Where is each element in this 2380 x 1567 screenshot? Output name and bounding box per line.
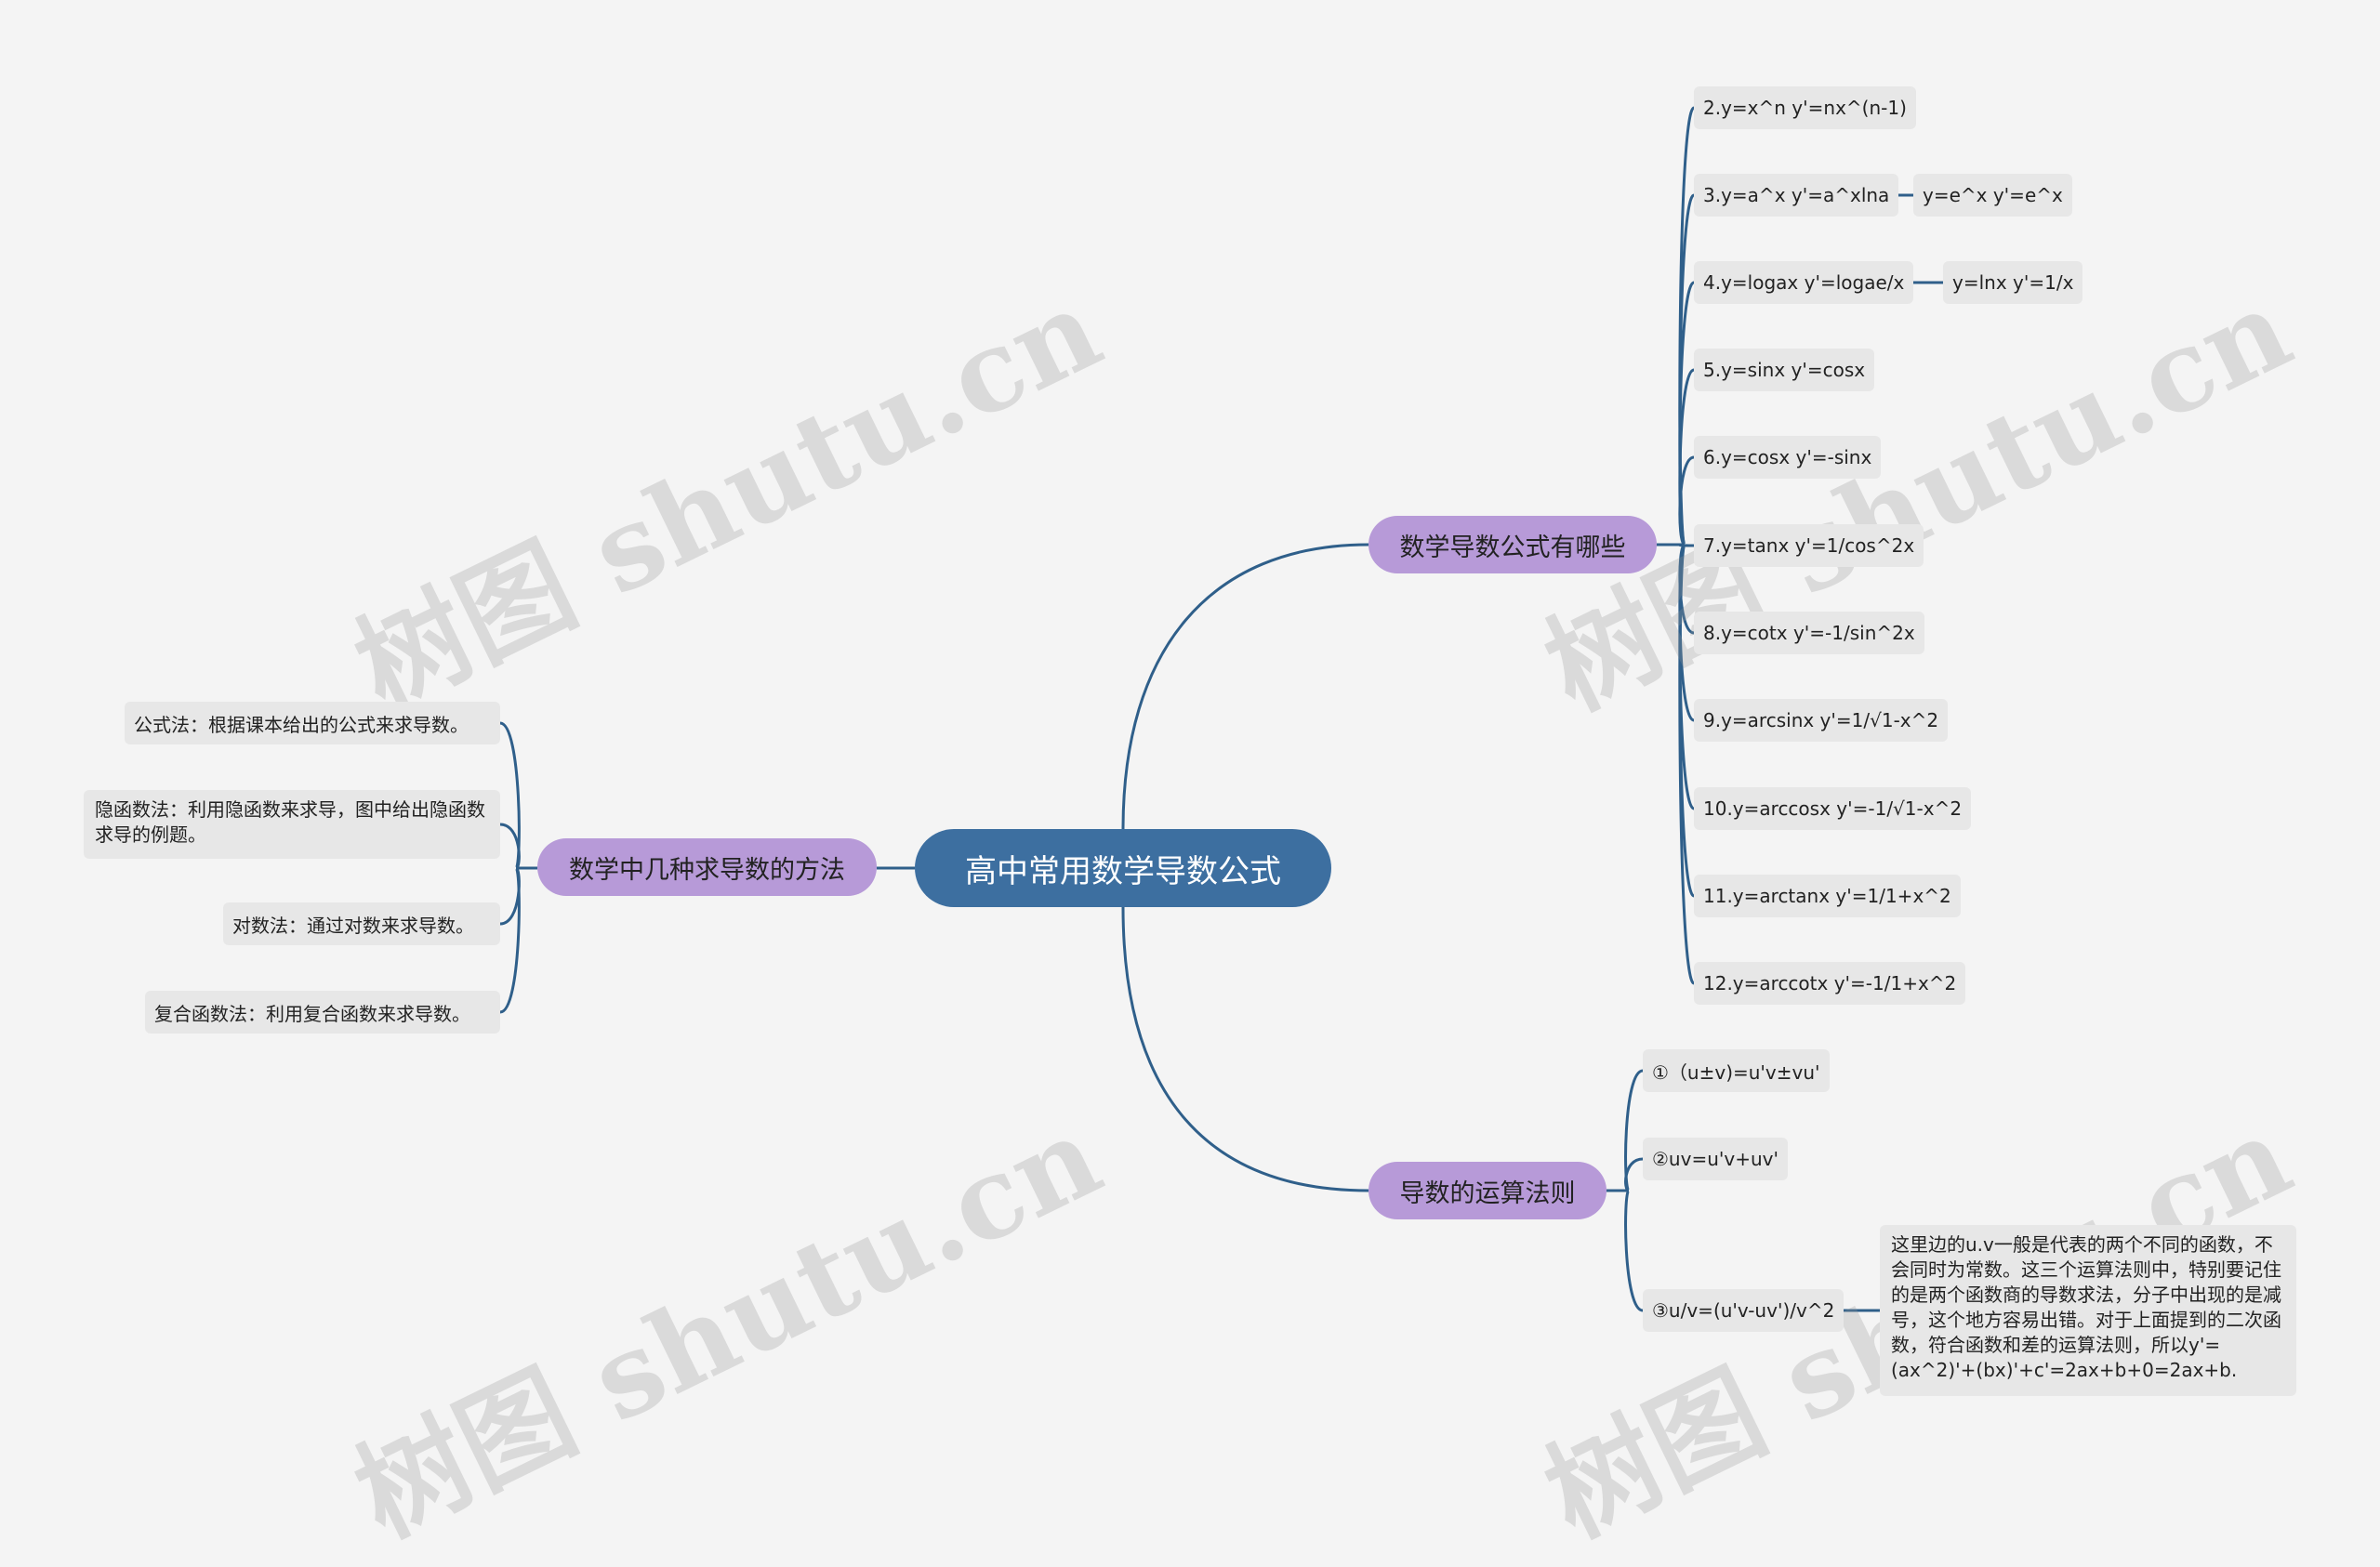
formula-item[interactable]: 4.y=logax y'=logae/x (1694, 261, 1914, 304)
topic-rules[interactable]: 导数的运算法则 (1368, 1162, 1606, 1219)
formula-item[interactable]: 12.y=arccotx y'=-1/1+x^2 (1694, 962, 1966, 1005)
topic-formulas[interactable]: 数学导数公式有哪些 (1368, 516, 1657, 573)
connector-lines (499, 106, 1943, 1312)
link-method-item (499, 866, 537, 1014)
topic-methods[interactable]: 数学中几种求导数的方法 (537, 838, 877, 896)
method-item[interactable]: 隐函数法：利用隐函数来求导，图中给出隐函数求导的例题。 (84, 790, 500, 859)
rule-note[interactable]: 这里边的u.v一般是代表的两个不同的函数，不会同时为常数。这三个运算法则中，特别… (1880, 1225, 2296, 1396)
formula-item[interactable]: 2.y=x^n y'=nx^(n-1) (1694, 86, 1916, 129)
rule-item[interactable]: ③u/v=(u'v-uv')/v^2 (1643, 1289, 1844, 1332)
link-formula-item (1678, 543, 1696, 985)
formula-item[interactable]: 5.y=sinx y'=cosx (1694, 349, 1875, 391)
formula-item[interactable]: 9.y=arcsinx y'=1/√1-x^2 (1694, 699, 1949, 742)
formula-item[interactable]: 8.y=cotx y'=-1/sin^2x (1694, 612, 1924, 654)
rule-item[interactable]: ②uv=u'v+uv' (1643, 1138, 1788, 1180)
method-item[interactable]: 公式法：根据课本给出的公式来求导数。 (125, 702, 500, 744)
formula-subitem[interactable]: y=lnx y'=1/x (1943, 261, 2083, 304)
link-central-formulas (1121, 543, 1369, 830)
formula-item[interactable]: 3.y=a^x y'=a^xlna (1694, 174, 1899, 217)
method-item[interactable]: 复合函数法：利用复合函数来求导数。 (145, 991, 500, 1034)
formula-item[interactable]: 6.y=cosx y'=-sinx (1694, 436, 1882, 479)
formula-item[interactable]: 10.y=arccosx y'=-1/√1-x^2 (1694, 787, 1972, 830)
central-topic[interactable]: 高中常用数学导数公式 (915, 829, 1331, 907)
link-rule-item (1606, 1189, 1644, 1312)
link-central-rules (1121, 906, 1369, 1192)
mind-map-canvas: 树图 shutu.cn 树图 shutu.cn 树图 shutu.cn 树图 s… (84, 86, 2309, 1562)
formula-item[interactable]: 11.y=arctanx y'=1/1+x^2 (1694, 875, 1961, 917)
link-rule-item (1606, 1069, 1644, 1192)
link-formula-item (1678, 455, 1695, 546)
method-item[interactable]: 对数法：通过对数来求导数。 (223, 902, 500, 945)
formula-subitem[interactable]: y=e^x y'=e^x (1913, 174, 2072, 217)
rule-item[interactable]: ①（u±v)=u'v±vu' (1643, 1049, 1830, 1092)
formula-item[interactable]: 7.y=tanx y'=1/cos^2x (1694, 524, 1924, 567)
